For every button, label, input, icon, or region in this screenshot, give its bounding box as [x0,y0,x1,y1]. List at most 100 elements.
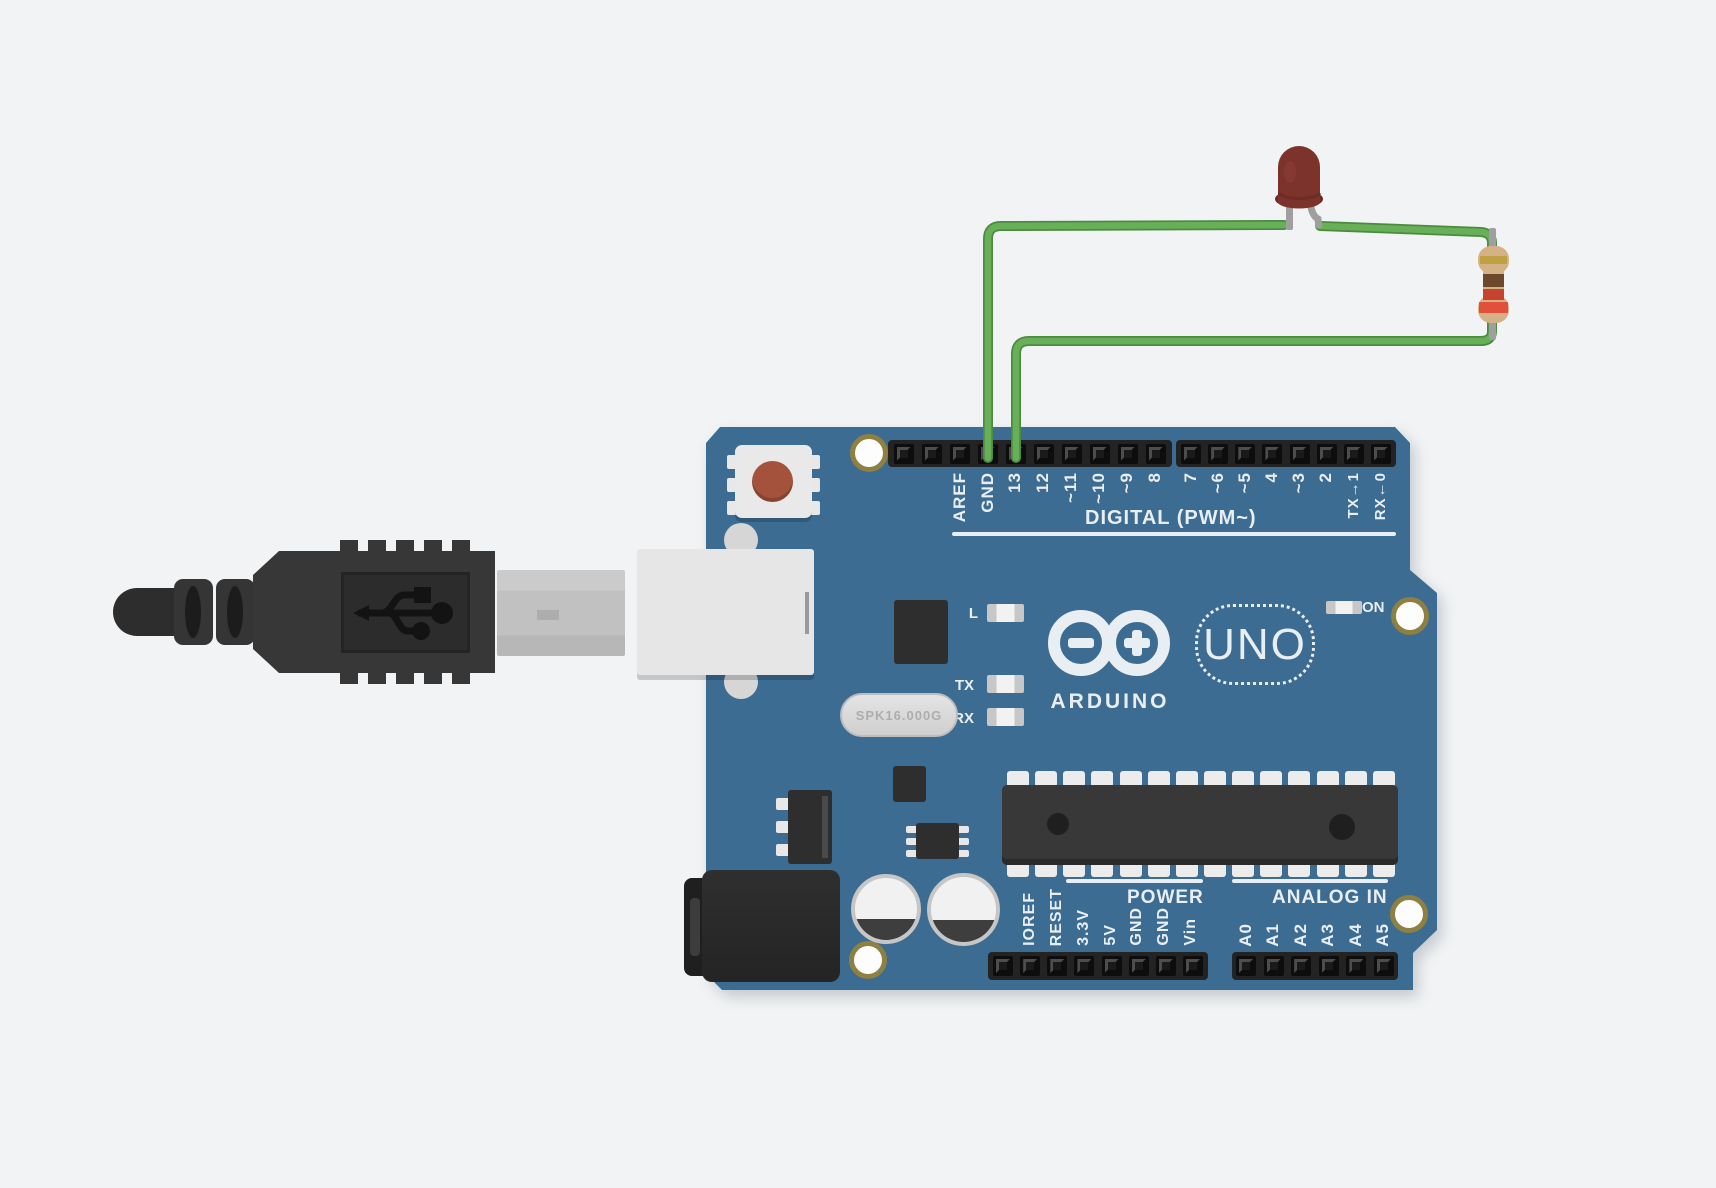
header-pin[interactable] [1146,443,1166,464]
chip-leg [1260,861,1283,877]
header-pin[interactable] [1062,443,1082,464]
chip-leg [1260,771,1283,787]
header-pin[interactable] [1182,956,1203,976]
uno-text: UNO [1203,619,1307,669]
header-pin[interactable] [1074,956,1095,976]
pin-label-5: ~5 [1235,472,1254,494]
header-pin[interactable] [1128,956,1149,976]
header-pin[interactable] [1343,443,1364,464]
chip-leg [1119,771,1142,787]
mounting-hole [1391,597,1429,635]
led-tx-label: TX [954,677,974,694]
header-pin[interactable] [1346,956,1367,976]
chip-leg [1007,771,1029,787]
usb-plug-body[interactable] [253,551,495,673]
mounting-hole [1390,895,1428,933]
pin-label-tx1: TX→1 [1345,472,1362,519]
header-pin[interactable] [922,443,942,464]
led-l-indicator [987,604,1024,622]
usb-cable-end[interactable] [113,588,183,636]
usb-plug-tooth [424,670,442,684]
chip-leg [1316,771,1339,787]
header-pin[interactable] [1318,956,1339,976]
usb-plug-tooth [340,670,358,684]
pin-label-a5: A5 [1373,923,1392,947]
pin-label-a1: A1 [1263,923,1282,947]
analog-header[interactable] [1232,952,1398,980]
header-pin[interactable] [993,956,1013,976]
header-pin[interactable] [950,443,970,464]
usb-plug-tooth [424,540,442,554]
header-pin[interactable] [1155,956,1176,976]
capacitor [927,873,1000,946]
digital-header-left[interactable] [888,440,1172,467]
pin-label-a4: A4 [1346,923,1365,947]
header-pin[interactable] [894,443,914,464]
chip-leg [1147,771,1170,787]
header-pin[interactable] [1090,443,1110,464]
usb-plug-tooth [396,670,414,684]
power-caption: POWER [1127,887,1204,908]
header-pin[interactable] [1289,443,1310,464]
usb-plug-tooth [396,540,414,554]
header-pin[interactable] [1181,443,1201,464]
mounting-hole [849,941,887,979]
digital-header-right[interactable] [1176,440,1396,467]
header-pin[interactable] [1235,443,1256,464]
header-pin[interactable] [1047,956,1068,976]
resistor-220[interactable] [1478,228,1509,340]
led-rx-indicator [987,708,1024,726]
pin-label-9: ~9 [1117,472,1136,494]
pin-label-aref: AREF [950,472,969,523]
wire-led-to-resistor[interactable] [1315,221,1497,255]
pin-label-a3: A3 [1318,923,1337,947]
usb-cable-rib [174,579,213,645]
barrel-jack [702,870,840,982]
mounting-hole [850,434,888,472]
arduino-wordmark: ARDUINO [1050,690,1170,713]
chip-leg [1316,861,1339,877]
band-brown [1483,274,1504,287]
pin-label-a2: A2 [1291,923,1310,947]
header-pin[interactable] [1263,956,1284,976]
chip-leg [1007,861,1029,877]
usb-plug-tooth [452,670,470,684]
crystal-label: SPK16.000G [855,707,943,723]
reset-button[interactable] [752,461,793,502]
header-pin[interactable] [1316,443,1337,464]
header-pin[interactable] [1101,956,1122,976]
on-led-indicator [1326,601,1362,614]
chip-leg [1091,771,1114,787]
usb-plug-tooth [452,540,470,554]
uno-badge: UNO [1195,604,1315,685]
pin-label-3v3: 3.3V [1075,909,1092,946]
usb-trident-icon [353,587,453,640]
smd-chip [894,600,948,664]
header-pin[interactable] [1236,956,1256,976]
wire-gnd-to-led[interactable] [983,220,1289,463]
chip-leg [1288,771,1311,787]
chip-leg [1372,771,1395,787]
header-pin[interactable] [1262,443,1283,464]
chip-leg [1203,861,1226,877]
header-pin[interactable] [1208,443,1229,464]
header-pin[interactable] [1034,443,1054,464]
pin-label-3: ~3 [1289,472,1308,494]
barrel-jack-slot [690,898,700,956]
header-pin[interactable] [1373,956,1394,976]
digital-caption: DIGITAL (PWM~) [1085,507,1257,529]
header-pin[interactable] [1370,443,1391,464]
pin-label-5v: 5V [1102,924,1119,946]
power-header[interactable] [988,952,1208,980]
led-red[interactable] [1275,146,1323,230]
chip-leg [1344,861,1367,877]
pin-label-gnd: GND [978,472,997,513]
header-pin[interactable] [1020,956,1041,976]
band-red [1479,302,1508,313]
chip-leg [1035,861,1058,877]
header-pin[interactable] [1291,956,1312,976]
header-pin[interactable] [1118,443,1138,464]
chip-leg [1063,861,1086,877]
usb-cable-rib [216,579,255,645]
